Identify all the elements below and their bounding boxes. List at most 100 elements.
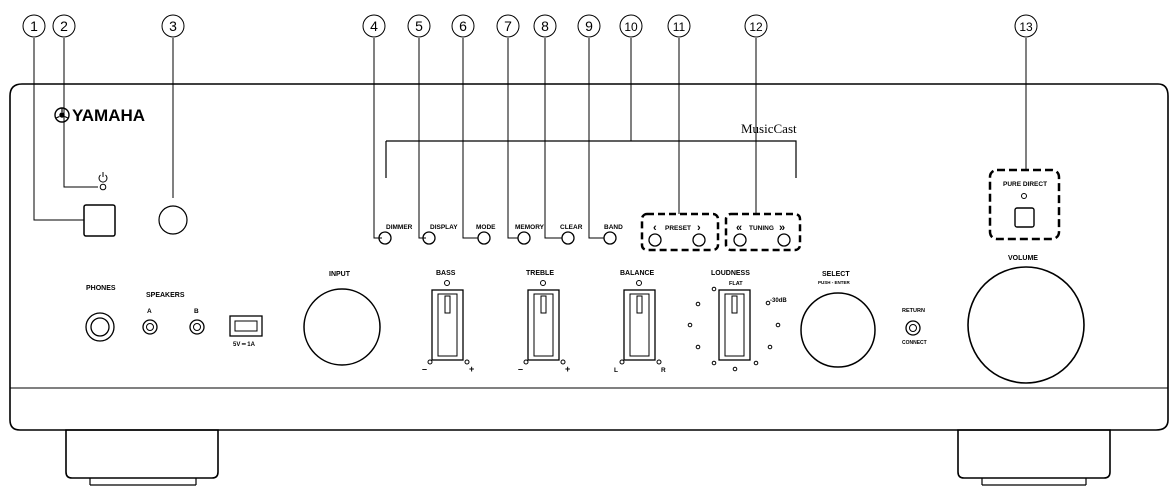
chassis	[9, 83, 1169, 431]
callout-6: 6	[451, 14, 475, 38]
function-buttons: DIMMER DISPLAY MODE MEMORY CLEAR BAND	[378, 224, 623, 245]
select-sub-label: PUSH - ENTER	[818, 280, 851, 285]
callout-number: 2	[60, 18, 68, 34]
callout-number: 3	[169, 18, 177, 34]
preset-down-button[interactable]	[648, 233, 662, 247]
treble-minus-label: –	[518, 364, 523, 374]
loudness-flat-label: FLAT	[729, 281, 743, 287]
connect-label: CONNECT	[902, 340, 927, 346]
chassis-outline	[9, 83, 1169, 431]
tuning-right-icon: »	[779, 222, 785, 234]
callout-8: 8	[533, 14, 557, 38]
callout-number: 10	[624, 20, 638, 34]
callout-circle	[362, 14, 386, 38]
input-label: INPUT	[329, 271, 351, 278]
loudness-slider[interactable]	[718, 289, 751, 361]
callout-circle	[451, 14, 475, 38]
mode-label: MODE	[476, 224, 496, 231]
yamaha-logo: YAMAHA	[54, 106, 145, 125]
input-knob[interactable]	[303, 288, 381, 366]
return-button[interactable]	[905, 320, 921, 336]
callout-5: 5	[407, 14, 431, 38]
musiccast-logo-text: MusicCast	[741, 121, 797, 136]
treble-plus-label: +	[565, 364, 570, 374]
callout-number: 12	[749, 20, 763, 34]
callout-12: 12	[744, 14, 768, 38]
pure-direct-label: PURE DIRECT	[1003, 181, 1047, 188]
display-label: DISPLAY	[430, 224, 458, 231]
yamaha-logo-text: YAMAHA	[72, 106, 145, 125]
phones-jack[interactable]	[85, 312, 115, 342]
tuning-highlight	[724, 212, 802, 252]
preset-highlight	[640, 212, 720, 252]
callout-number: 7	[504, 18, 512, 34]
phones-label: PHONES	[86, 285, 116, 292]
mode-button[interactable]	[477, 231, 491, 245]
memory-button[interactable]	[517, 231, 531, 245]
balance-left-label: L	[614, 367, 618, 374]
power-button[interactable]	[83, 204, 116, 237]
speakers-a-label: A	[147, 308, 152, 315]
dimmer-label: DIMMER	[386, 224, 413, 231]
pure-direct-button[interactable]	[1014, 207, 1035, 228]
preset-up-button[interactable]	[692, 233, 706, 247]
clear-label: CLEAR	[560, 224, 583, 231]
return-label: RETURN	[902, 308, 925, 314]
callout-circle	[407, 14, 431, 38]
usb-label: 5V ━ 1A	[233, 342, 256, 348]
select-knob[interactable]	[800, 292, 876, 368]
usb-port[interactable]	[229, 315, 263, 337]
callout-circle	[496, 14, 520, 38]
callout-number: 5	[415, 18, 423, 34]
bass-minus-label: –	[422, 364, 427, 374]
pure-direct-indicator	[1021, 193, 1027, 199]
tuning-fork-emblem-icon	[54, 107, 70, 123]
loudness-label: LOUDNESS	[711, 270, 750, 277]
loudness-minus30-label: -30dB	[770, 298, 787, 304]
bass-label: BASS	[436, 270, 456, 277]
clear-button[interactable]	[561, 231, 575, 245]
display-button[interactable]	[422, 231, 436, 245]
pure-direct-group: PURE DIRECT	[988, 168, 1061, 241]
callout-2: 2	[52, 14, 76, 38]
pure-direct-highlight	[988, 168, 1061, 241]
callout-circle	[577, 14, 601, 38]
treble-slider[interactable]	[527, 289, 560, 361]
preset-group: ‹ PRESET ›	[640, 212, 720, 252]
callout-number: 6	[459, 18, 467, 34]
callout-circle	[161, 14, 185, 38]
tuning-up-button[interactable]	[777, 233, 791, 247]
callout-number: 1	[30, 18, 38, 34]
bass-slider[interactable]	[431, 289, 464, 361]
select-label: SELECT	[822, 271, 850, 278]
dimmer-button[interactable]	[378, 231, 392, 245]
speakers-label: SPEAKERS	[146, 292, 185, 299]
speakers-b-button[interactable]	[189, 319, 205, 335]
callout-3: 3	[161, 14, 185, 38]
balance-label: BALANCE	[620, 270, 655, 277]
callout-number: 13	[1019, 20, 1033, 34]
speakers-b-label: B	[194, 308, 199, 315]
volume-label: VOLUME	[1008, 255, 1038, 262]
loudness-scale-dots	[687, 286, 781, 372]
callout-circle	[619, 14, 643, 38]
callout-number: 11	[673, 20, 686, 34]
callout-circle	[533, 14, 557, 38]
callout-7: 7	[496, 14, 520, 38]
bass-plus-label: +	[469, 364, 474, 374]
callout-number: 8	[541, 18, 549, 34]
preset-left-icon: ‹	[653, 222, 657, 234]
speakers-a-button[interactable]	[142, 319, 158, 335]
callout-circle	[52, 14, 76, 38]
tuning-label: TUNING	[749, 225, 774, 232]
callout-1: 1	[22, 14, 46, 38]
balance-slider[interactable]	[623, 289, 656, 361]
band-button[interactable]	[603, 231, 617, 245]
leader-lines	[33, 38, 1027, 239]
callout-circle	[22, 14, 46, 38]
callout-circle	[667, 14, 691, 38]
volume-knob[interactable]	[967, 266, 1085, 384]
tuning-down-button[interactable]	[733, 233, 747, 247]
balance-right-label: R	[661, 367, 666, 374]
